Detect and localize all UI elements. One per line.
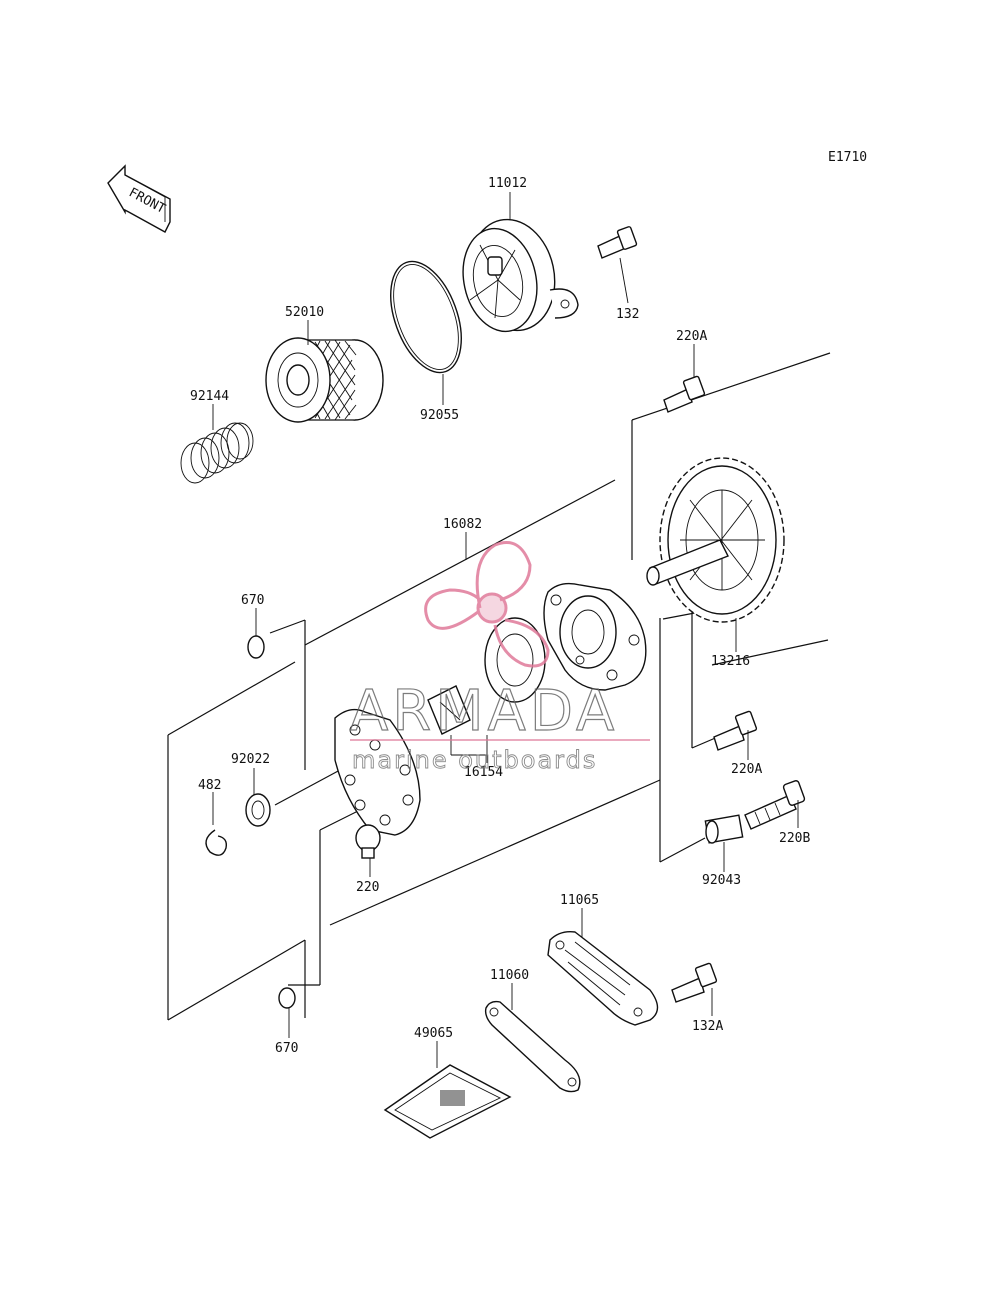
part-labels: 11012 132 52010 92055 92144 220A 16082 6… [190,176,810,1056]
part-52010-oil-filter [265,337,384,423]
propeller-logo-icon [424,541,550,668]
watermark: ARMADA marine outboards [349,541,650,774]
watermark-brand: ARMADA [350,679,618,744]
label-11065: 11065 [560,893,599,908]
part-11060-gasket [484,1000,581,1093]
label-11012: 11012 [488,176,527,191]
part-49065-screen [383,1064,512,1139]
label-132: 132 [616,307,639,322]
part-220B-bolt [744,780,806,830]
part-132A-bolt [671,962,718,1003]
part-11012-cover [462,218,579,333]
label-11060: 11060 [490,968,529,983]
part-11065-cover-plate [547,930,659,1026]
part-132-bolt [597,226,638,259]
part-pump-plate [334,708,421,836]
label-13216: 13216 [711,654,750,669]
part-670-o-ring-top [247,635,265,659]
part-92043-collar [704,814,744,844]
label-220: 220 [356,880,379,895]
label-482: 482 [198,778,221,793]
leader-lines [212,192,799,1068]
part-16082-housing [543,582,647,691]
label-132A: 132A [692,1019,723,1034]
part-92055-o-ring [390,260,462,374]
front-arrow-icon: FRONT [107,164,171,233]
part-13216-gear [646,457,785,623]
part-92144-spring [180,422,254,484]
label-670-bottom: 670 [275,1041,298,1056]
label-220A-mid: 220A [731,762,762,777]
label-16082: 16082 [443,517,482,532]
label-92144: 92144 [190,389,229,404]
label-220A-top: 220A [676,329,707,344]
diagram-code: E1710 [828,150,867,165]
label-16154: 16154 [464,765,503,780]
part-220-bolt [355,824,381,859]
label-92043: 92043 [702,873,741,888]
label-92022: 92022 [231,752,270,767]
part-482-circlip [205,829,228,856]
label-92055: 92055 [420,408,459,423]
label-49065: 49065 [414,1026,453,1041]
part-670-o-ring-bottom [278,987,296,1009]
label-220B: 220B [779,831,810,846]
part-92022-washer [245,793,271,827]
label-52010: 52010 [285,305,324,320]
part-220A-bolt-mid [713,710,758,751]
watermark-tagline: marine outboards [352,746,597,774]
part-220A-bolt-top [663,375,706,413]
label-670-top: 670 [241,593,264,608]
